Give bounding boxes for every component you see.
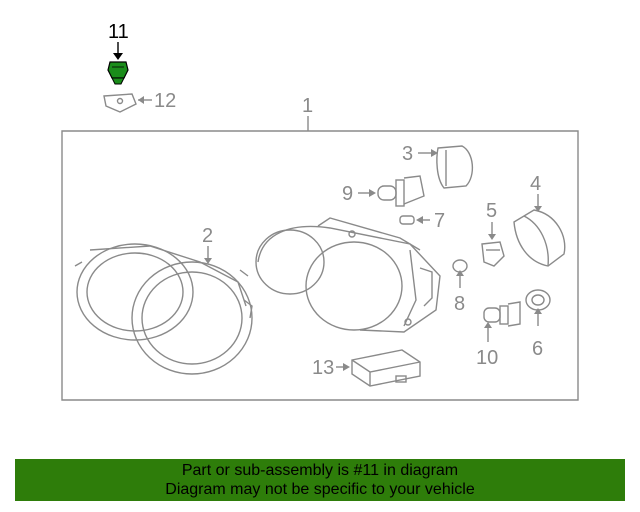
clip-part-12[interactable]: [103, 93, 137, 113]
callout-1: 1: [302, 95, 313, 117]
vehicle-fit-notice: Part or sub-assembly is #11 in diagram D…: [15, 459, 625, 501]
callout-4: 4: [530, 173, 541, 195]
callout-5: 5: [486, 200, 497, 222]
screw-part-11[interactable]: [107, 61, 129, 85]
cover-part-4[interactable]: [513, 209, 566, 267]
bulb-part-10[interactable]: [483, 301, 521, 327]
callout-11: 11: [108, 21, 129, 43]
callout-7: 7: [434, 210, 445, 232]
callout-3: 3: [402, 143, 413, 165]
headlamp-housing[interactable]: [255, 217, 441, 333]
callout-9: 9: [342, 183, 353, 205]
callout-10: 10: [476, 347, 498, 369]
callout-2: 2: [202, 225, 213, 247]
callout-13: 13: [312, 357, 334, 379]
bulb-part-7[interactable]: [399, 215, 415, 225]
callout-12: 12: [154, 90, 176, 112]
arrow-11: [113, 53, 123, 60]
socket-part-5[interactable]: [481, 241, 505, 267]
cap-part-3[interactable]: [436, 145, 473, 189]
notice-line-2: Diagram may not be specific to your vehi…: [165, 481, 475, 498]
bezel-part-2[interactable]: [74, 243, 253, 375]
bulb-part-9[interactable]: [377, 175, 425, 207]
callout-8: 8: [454, 293, 465, 315]
module-part-13[interactable]: [351, 349, 421, 387]
grommet-part-6[interactable]: [525, 289, 551, 311]
assembly-frame: [61, 130, 579, 401]
callout-6: 6: [532, 338, 543, 360]
notice-line-1: Part or sub-assembly is #11 in diagram: [181, 462, 459, 479]
